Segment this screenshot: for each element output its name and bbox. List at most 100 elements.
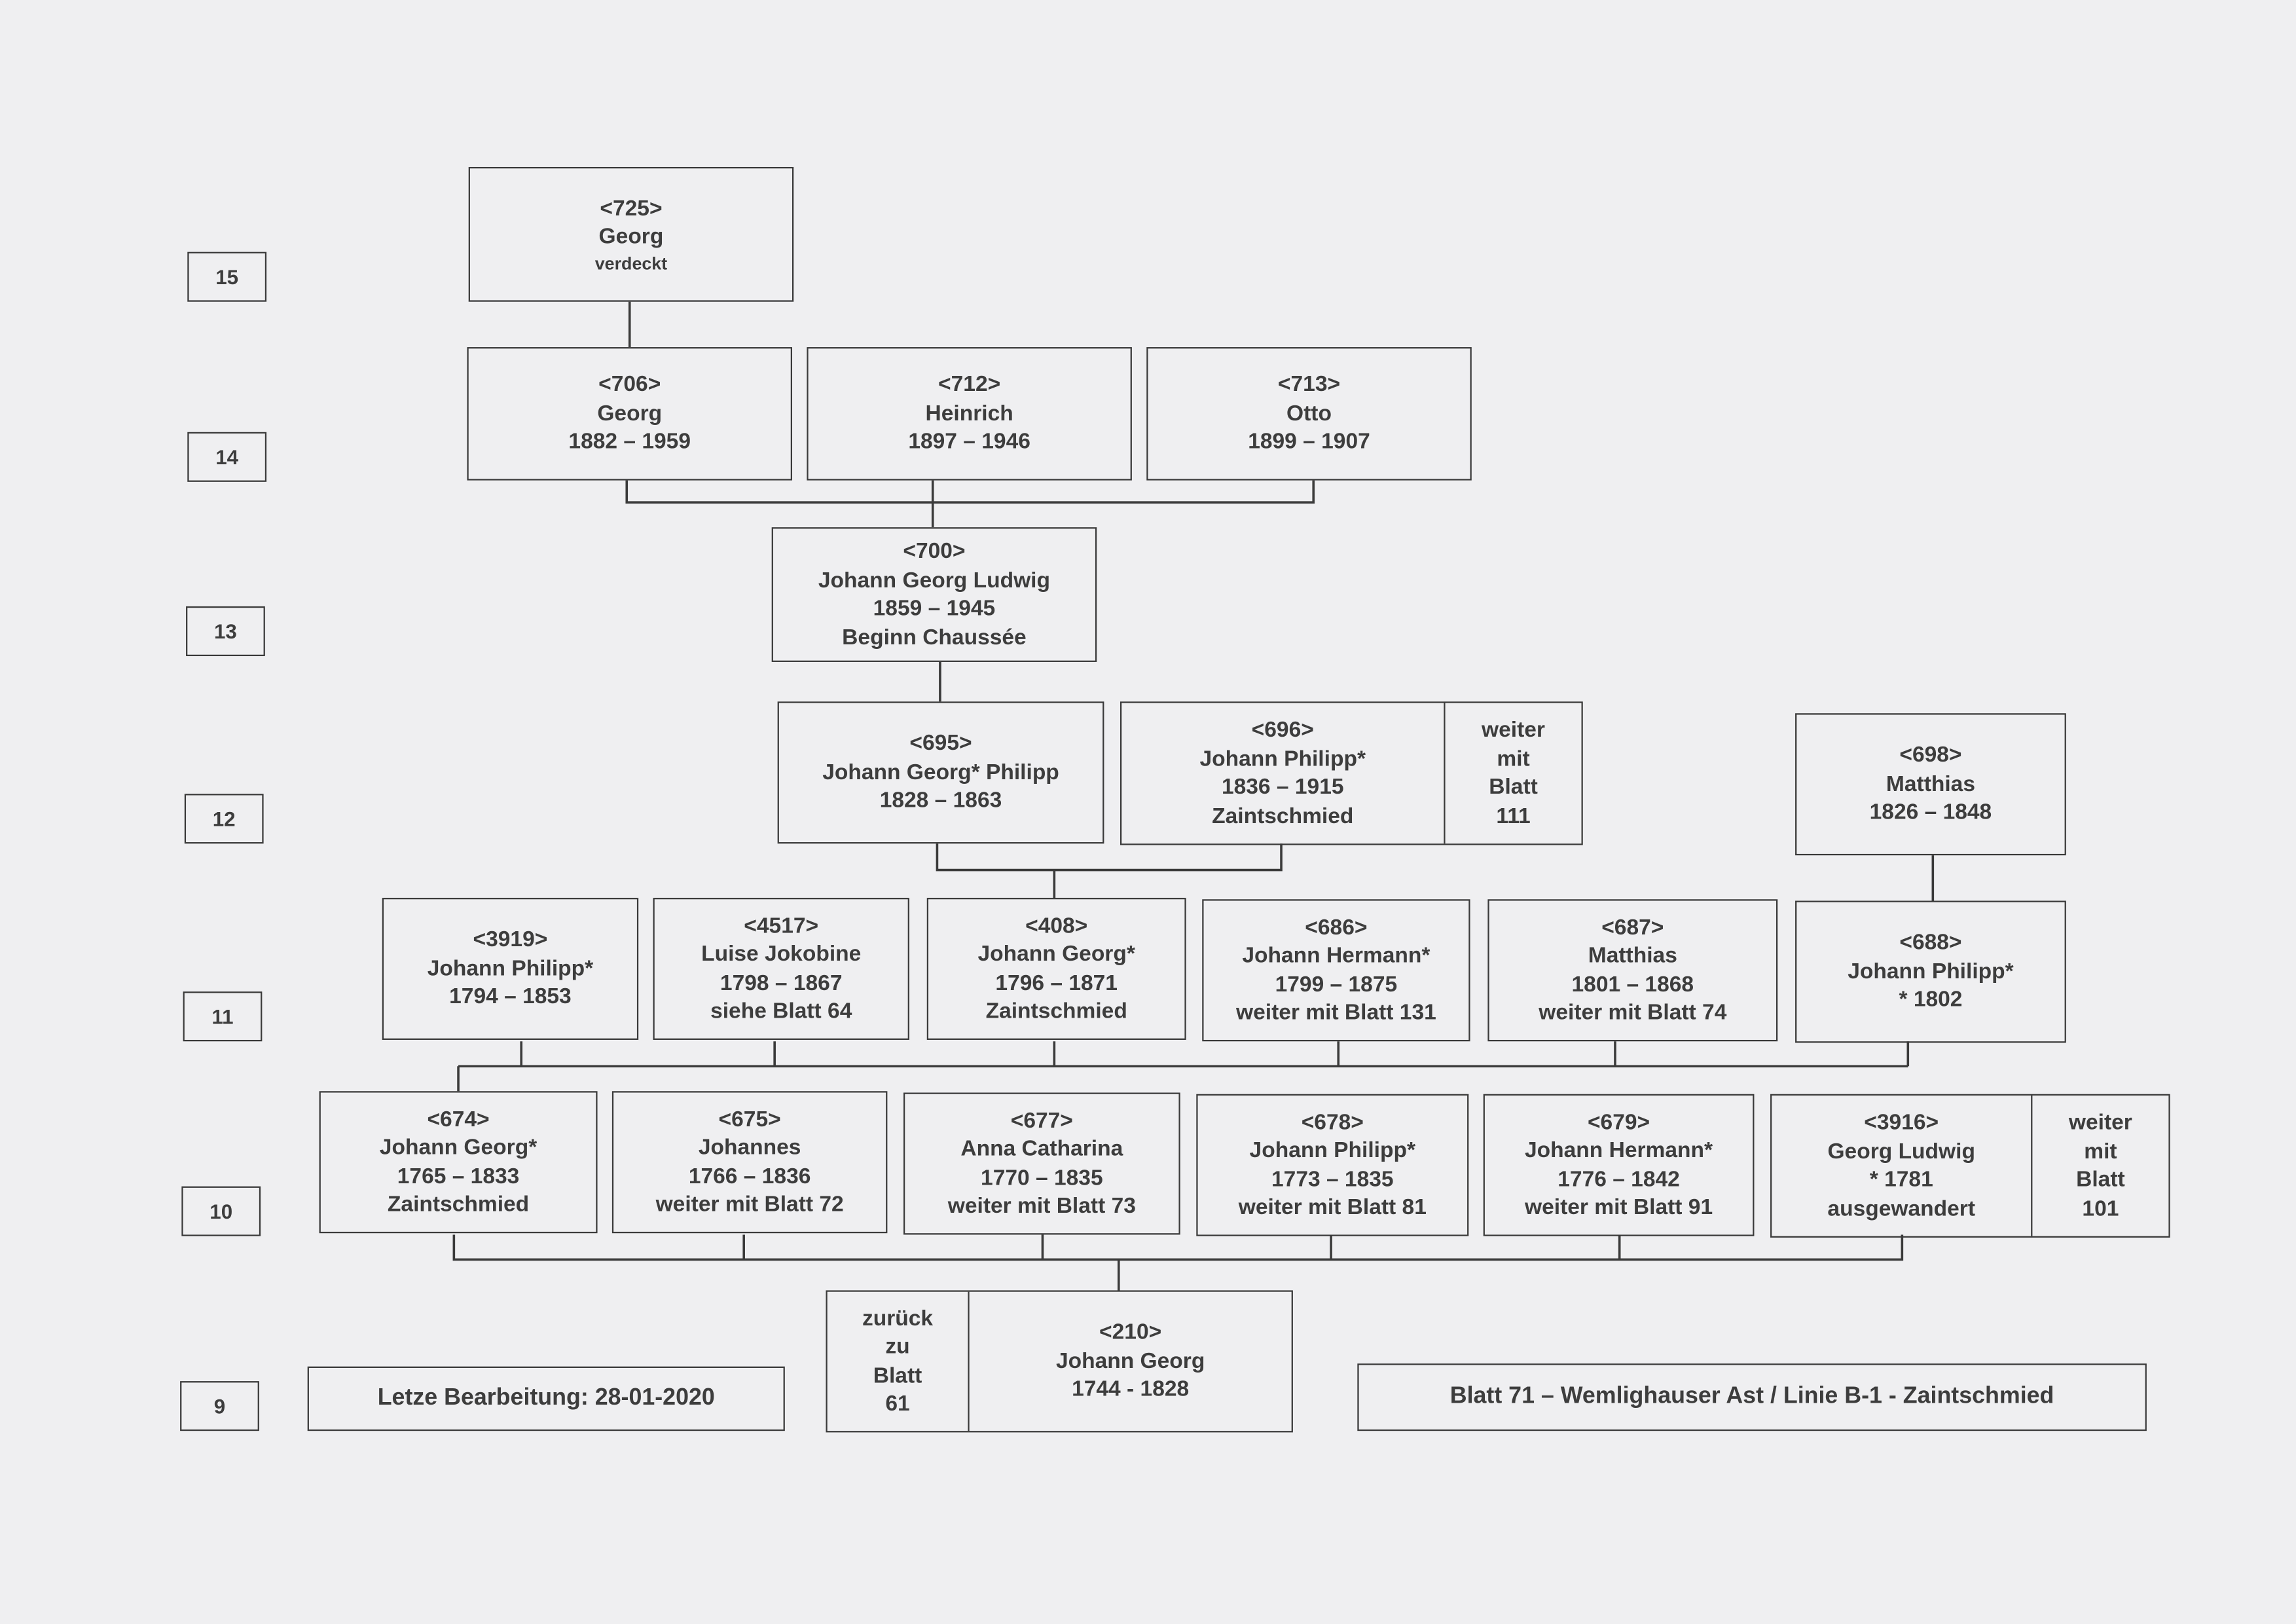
generation-label: 10 [181, 1186, 261, 1236]
person-dates: 1799 – 1875 [1275, 971, 1398, 997]
person-name: Georg [597, 401, 663, 426]
person-dates: 1798 – 1867 [720, 970, 843, 995]
person-name: Matthias [1886, 771, 1975, 797]
person-dates: 1766 – 1836 [688, 1163, 811, 1189]
person-id: <210> [1099, 1320, 1162, 1345]
person-dates: 1859 – 1945 [873, 596, 996, 621]
person-dates: 1899 – 1907 [1248, 429, 1370, 454]
continue-text: weiter [2068, 1110, 2132, 1135]
person-id: <674> [427, 1106, 490, 1132]
person-id: <695> [909, 731, 972, 756]
person-note: Zaintschmied [1212, 803, 1354, 828]
person-box-695: <695> Johann Georg* Philipp 1828 – 1863 [777, 701, 1104, 844]
person-name: Johannes [698, 1135, 801, 1160]
continue-text: Blatt [2076, 1167, 2125, 1192]
person-dates: 1794 – 1853 [449, 984, 572, 1010]
generation-label: 15 [187, 251, 267, 302]
person-id: <408> [1025, 913, 1088, 938]
generation-label: 9 [180, 1381, 259, 1431]
person-note: weiter mit Blatt 74 [1539, 1000, 1727, 1025]
person-id: <4517> [744, 913, 819, 938]
person-dates: 1796 – 1871 [995, 970, 1118, 995]
person-details: <695> Johann Georg* Philipp 1828 – 1863 [779, 703, 1102, 842]
person-id: <3916> [1864, 1110, 1939, 1135]
person-note: weiter mit Blatt 73 [947, 1193, 1136, 1219]
person-name: Johann Hermann* [1242, 943, 1430, 969]
person-dates: 1801 – 1868 [1571, 971, 1694, 997]
person-name: Luise Jokobine [701, 942, 862, 967]
person-name: Johann Georg* Philipp [822, 760, 1059, 785]
continue-text: 111 [1496, 803, 1531, 828]
person-dates: 1828 – 1863 [879, 788, 1002, 813]
back-text: Blatt [873, 1363, 922, 1388]
continue-text: 101 [2082, 1196, 2119, 1221]
person-name: Johann Hermann* [1524, 1137, 1713, 1163]
person-id: <3919> [473, 927, 548, 953]
person-details: <688>Johann Philipp** 1802 [1796, 902, 2064, 1041]
person-note: Beginn Chaussée [842, 624, 1027, 650]
person-id: <677> [1010, 1107, 1073, 1134]
person-note: ausgewandert [1827, 1196, 1976, 1221]
person-id: <687> [1601, 914, 1664, 940]
person-name: Johann Georg* [977, 942, 1135, 967]
person-name: Johann Philipp* [427, 955, 594, 981]
person-name: Johann Philipp* [1249, 1137, 1416, 1163]
person-id: <696> [1251, 717, 1314, 743]
back-text: zurück [862, 1305, 934, 1331]
person-dates: 1897 – 1946 [908, 429, 1030, 454]
person-id: <725> [600, 195, 663, 221]
person-name: Heinrich [925, 401, 1013, 426]
person-dates: 1882 – 1959 [568, 429, 691, 454]
person-name: Matthias [1588, 943, 1677, 969]
generation-label: 14 [187, 432, 267, 482]
person-name: Johann Philipp* [1199, 746, 1366, 771]
person-name: Johann Philipp* [1848, 959, 2014, 984]
sheet-title: Blatt 71 – Wemlighauser Ast / Linie B-1 … [1357, 1363, 2147, 1431]
person-name: Johann Georg [1055, 1348, 1205, 1374]
generation-label: 13 [186, 606, 265, 656]
person-id: <698> [1899, 743, 1962, 768]
person-dates: 1836 – 1915 [1221, 775, 1344, 800]
generation-label: 11 [183, 991, 263, 1042]
person-id: <675> [718, 1106, 781, 1132]
person-id: <678> [1301, 1109, 1364, 1135]
person-id: <700> [903, 539, 966, 564]
back-text: zu [885, 1334, 910, 1359]
person-dates: 1765 – 1833 [397, 1163, 520, 1189]
person-id: <712> [938, 372, 1001, 397]
person-name: Johann Georg* [379, 1135, 538, 1160]
person-note: weiter mit Blatt 131 [1236, 1000, 1436, 1025]
continue-text: mit [1497, 746, 1530, 771]
person-dates: 1770 – 1835 [981, 1165, 1103, 1190]
person-name: Georg [598, 224, 664, 249]
person-dates: * 1802 [1899, 987, 1963, 1013]
person-box-3919: <3919>Johann Philipp* 1794 – 1853 [382, 898, 639, 1040]
